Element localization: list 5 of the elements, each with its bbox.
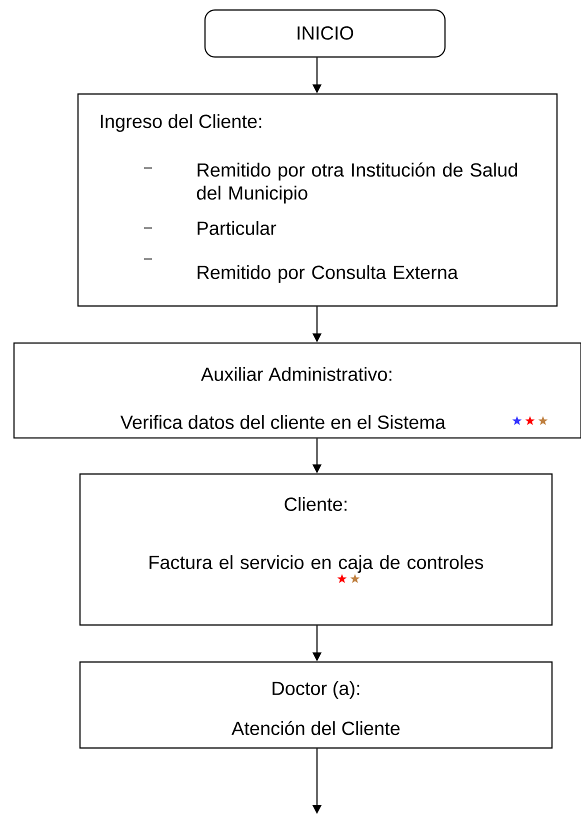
process-box: Cliente: Factura el servicio en caja de controles xyxy=(79,473,553,626)
process-box: Doctor (a): Atención del Cliente xyxy=(79,661,553,749)
process-box: Auxiliar Administrativo: Verifica datos del cliente en el Sistema xyxy=(13,342,581,439)
process-box: Ingreso del Cliente: Remitido por otra Institución de Salud del Municipio Particular Remitido por Consulta Externa xyxy=(77,93,558,307)
terminal-box: INICIO xyxy=(204,9,446,58)
